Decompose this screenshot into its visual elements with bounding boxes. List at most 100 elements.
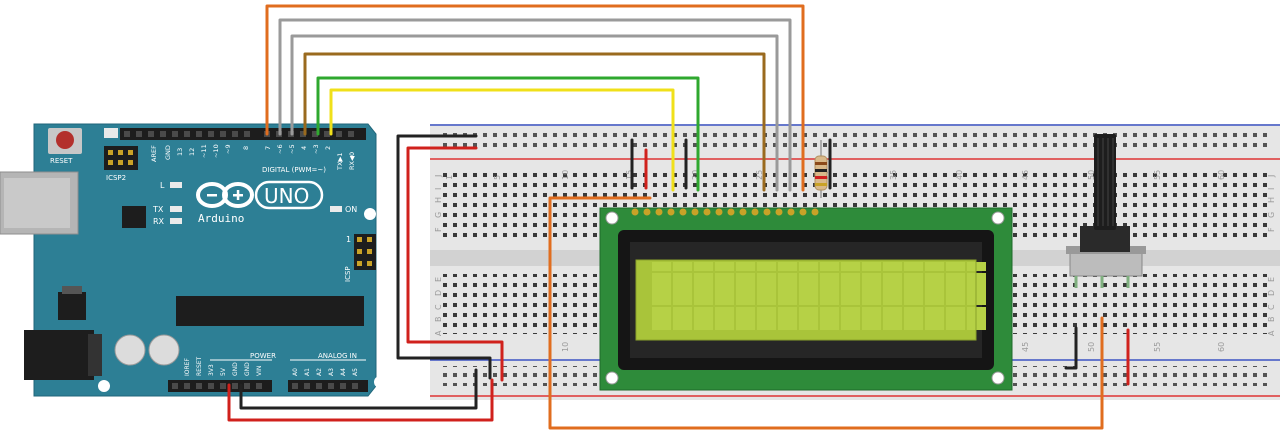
aref-label: AREF — [150, 145, 158, 162]
icsp2-label: ICSP2 — [106, 174, 126, 182]
bb-col-bottom-45: 45 — [1021, 342, 1030, 352]
uno-badge — [254, 180, 324, 210]
bb-col-35: 35 — [889, 170, 898, 180]
bb-col-20: 20 — [691, 170, 700, 180]
on-label: ON — [345, 205, 357, 214]
a4-label: A4 — [340, 368, 347, 376]
wire-yellow[interactable] — [329, 88, 675, 192]
gnd-2-label: GND — [244, 362, 251, 376]
wire-brown[interactable] — [303, 52, 766, 192]
on-led — [330, 206, 342, 212]
wire-grey-outer[interactable] — [278, 18, 792, 192]
wire-red-5v-rail[interactable] — [406, 146, 504, 382]
bb-col-50: 50 — [1087, 170, 1096, 180]
wire-orange-contrast[interactable] — [548, 196, 1104, 430]
wires — [227, 4, 1130, 430]
icsp2-header — [104, 146, 138, 170]
pin-12-label: 12 — [188, 148, 196, 156]
a1-label: A1 — [304, 368, 311, 376]
pin-6-label: ~6 — [276, 144, 284, 154]
lcd-mount-hole-tl — [605, 211, 619, 225]
bb-row-c-left: C — [434, 304, 443, 310]
reset-label: RESET — [50, 157, 73, 165]
bb-col-60: 60 — [1217, 170, 1226, 180]
power-jack — [24, 330, 94, 380]
a0-label: A0 — [292, 368, 299, 376]
bb-row-j-right: J — [1267, 175, 1276, 178]
bb-col-bottom-10: 10 — [561, 342, 570, 352]
power-label: POWER — [250, 352, 276, 360]
wire-grey-inner[interactable] — [290, 34, 779, 192]
l-led-label: L — [160, 181, 165, 190]
reset-pin-label: RESET — [196, 356, 203, 376]
digital-pwm-label: DIGITAL (PWM=~) — [262, 166, 326, 174]
wire-black-gnd[interactable] — [239, 368, 478, 410]
bb-row-g-right: G — [1267, 212, 1276, 218]
lcd-mount-hole-bl — [605, 371, 619, 385]
bb-row-b-right: B — [1267, 317, 1276, 323]
wire-green[interactable] — [316, 76, 700, 192]
capacitor-2 — [148, 334, 180, 366]
bb-row-f-right: F — [1267, 227, 1276, 232]
pin-8-label: 8 — [242, 146, 250, 150]
tx-led-label: TX — [152, 205, 164, 214]
bb-row-c-right: C — [1267, 304, 1276, 310]
usb-chip — [122, 206, 146, 228]
pin-9-label: ~9 — [224, 144, 232, 154]
bb-col-1: 1 — [445, 175, 454, 180]
pin-1-label: TX▶1 — [336, 152, 344, 171]
analog-in-label: ANALOG IN — [318, 352, 357, 360]
capacitor-1 — [114, 334, 146, 366]
bb-row-i-left: I — [434, 188, 443, 190]
arduino-uno-board: RESET ICSP2 AREF GND 13 12 ~11 ~10 ~9 8 … — [0, 123, 386, 397]
potentiometer[interactable] — [1066, 134, 1146, 288]
tx-led — [170, 206, 182, 212]
pin-0-label: RX◀0 — [348, 152, 356, 170]
gnd-top-label: GND — [164, 145, 172, 160]
bb-col-5: 5 — [493, 175, 502, 180]
pin-7-label: 7 — [264, 146, 272, 150]
bb-row-a-right: A — [1267, 330, 1276, 336]
a5-label: A5 — [352, 368, 359, 376]
icsp-label: ICSP — [344, 266, 352, 282]
a3-label: A3 — [328, 368, 335, 376]
bb-row-d-left: D — [434, 290, 443, 296]
bb-col-bottom-50: 50 — [1087, 342, 1096, 352]
bb-row-h-left: H — [434, 197, 443, 203]
lcd-pin-header — [631, 208, 819, 216]
ioref-label: IOREF — [184, 358, 191, 376]
wire-red-5v[interactable] — [227, 378, 494, 422]
gnd-1-label: GND — [232, 362, 239, 376]
bb-col-bottom-60: 60 — [1217, 342, 1226, 352]
wire-orange-top[interactable] — [265, 4, 805, 192]
lcd-16x2 — [599, 207, 1013, 391]
wire-black-pot[interactable] — [1064, 326, 1078, 370]
rx-led-label: RX — [153, 217, 165, 226]
bb-col-10: 10 — [561, 170, 570, 180]
bb-row-b-left: B — [434, 317, 443, 323]
potentiometer-shaft[interactable] — [1094, 134, 1116, 230]
bb-col-55: 55 — [1153, 170, 1162, 180]
vin-label: VIN — [256, 366, 263, 376]
wire-black-gnd-rail[interactable] — [396, 134, 492, 380]
bb-row-e-right: E — [1267, 277, 1276, 282]
pin-4-label: 4 — [300, 146, 308, 150]
bb-row-d-right: D — [1267, 290, 1276, 296]
reset-button[interactable] — [56, 131, 74, 149]
bb-row-j-left: J — [434, 175, 443, 178]
resistor — [814, 140, 828, 198]
bb-row-i-right: I — [1267, 188, 1276, 190]
3v3-label: 3V3 — [208, 364, 215, 376]
rx-led — [170, 218, 182, 224]
bb-row-e-left: E — [434, 277, 443, 282]
pin-5-label: ~5 — [288, 144, 296, 154]
5v-label: 5V — [220, 367, 227, 376]
lcd-mount-hole-br — [991, 371, 1005, 385]
arduino-infinity-logo — [196, 182, 254, 208]
bb-row-h-right: H — [1267, 197, 1276, 203]
arduino-brand: Arduino — [198, 212, 244, 225]
bb-row-f-left: F — [434, 227, 443, 232]
a2-label: A2 — [316, 368, 323, 376]
pin-2-label: 2 — [324, 146, 332, 150]
uno-label: UNO — [264, 184, 309, 208]
